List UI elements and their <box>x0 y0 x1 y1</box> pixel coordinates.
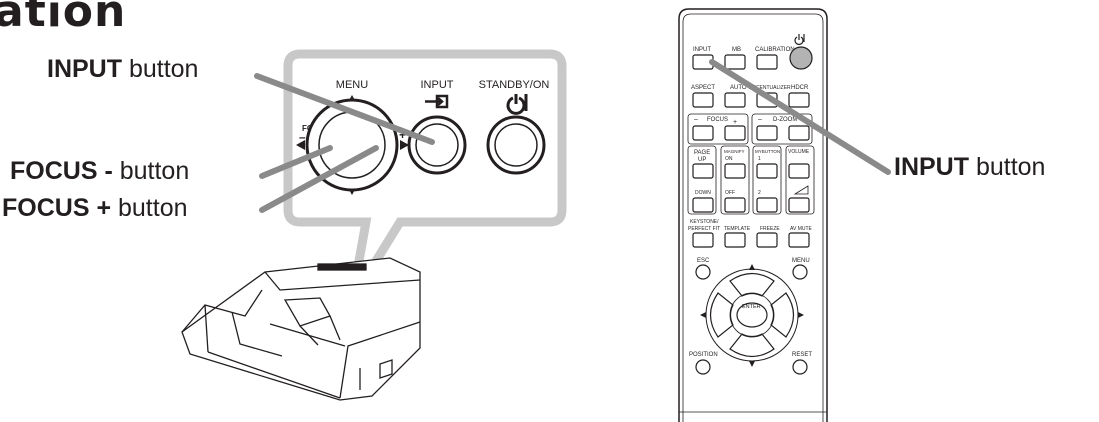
remote-volume-down-button[interactable] <box>788 197 810 213</box>
remote-label-down: DOWN <box>695 190 711 196</box>
remote-label-esc: ESC <box>697 258 710 264</box>
remote-dpad[interactable] <box>705 268 799 362</box>
remote-label-one: 1 <box>758 156 761 162</box>
remote-mybutton-2[interactable] <box>756 197 778 213</box>
remote-label-menu: MENU <box>792 258 810 264</box>
remote-label-freeze: FREEZE <box>760 226 780 232</box>
remote-freeze-button[interactable] <box>756 232 778 248</box>
remote-standby-button[interactable] <box>789 46 813 70</box>
dpad-right-arrow <box>798 312 804 318</box>
page-title: ation <box>0 0 127 37</box>
remote-label-up: UP <box>698 157 706 163</box>
panel-input-button[interactable] <box>407 115 467 175</box>
leader-focus-plus <box>259 145 379 213</box>
dpad-up-arrow <box>749 264 755 270</box>
remote-auto-button[interactable] <box>724 92 746 108</box>
input-button-callout-right: INPUT button <box>894 153 1046 181</box>
leader-input-left <box>254 73 435 145</box>
remote-reset-button[interactable] <box>792 359 808 375</box>
remote-label-keystone: KEYSTONE/ <box>690 219 719 225</box>
remote-focus-minus-button[interactable] <box>692 125 714 141</box>
remote-focus-plus-button[interactable] <box>724 125 746 141</box>
remote-mb-button[interactable] <box>724 54 746 70</box>
projector-control-panel: MENU INPUT STANDBY/ON FOCUS – + <box>296 79 549 195</box>
remote-label-accentualizer: ACCENTUALIZER <box>749 85 791 91</box>
power-icon <box>506 94 528 115</box>
remote-label-template: TEMPLATE <box>724 226 751 232</box>
remote-menu-button[interactable] <box>792 264 808 280</box>
remote-label-focus: FOCUS <box>707 117 728 123</box>
svg-text:+: + <box>733 119 737 126</box>
input-icon <box>425 94 449 109</box>
svg-text:+: + <box>399 128 406 142</box>
remote-label-hdcr: HDCR <box>791 85 809 91</box>
remote-label-mybutton: MYBUTTON <box>755 149 780 154</box>
menu-right-arrow <box>400 140 409 150</box>
remote-label-magnify: MAGNIFY <box>724 149 745 154</box>
dpad-down-arrow <box>749 361 755 367</box>
remote-label-reset: RESET <box>792 352 812 358</box>
leader-input-right <box>709 59 891 175</box>
remote-position-button[interactable] <box>695 359 711 375</box>
remote-label-enter: ENTER <box>742 304 761 310</box>
svg-text:–: – <box>694 116 698 123</box>
remote-enter-button <box>736 302 768 328</box>
remote-label-auto: AUTO <box>730 85 747 91</box>
panel-menu-label: MENU <box>336 79 368 91</box>
panel-input-label: INPUT <box>421 79 454 91</box>
menu-left-arrow <box>296 140 305 150</box>
remote-hdcr-button[interactable] <box>788 92 810 108</box>
remote-page-down-button[interactable] <box>692 197 714 213</box>
remote-label-avmute: AV MUTE <box>790 226 813 232</box>
svg-text:–: – <box>299 130 306 144</box>
remote-label-page: PAGE <box>694 150 710 156</box>
focus-minus-callout: FOCUS - button <box>10 157 190 185</box>
remote-keystone-button[interactable] <box>692 232 714 248</box>
remote-label-on: ON <box>725 156 733 162</box>
standby-button[interactable] <box>486 115 546 175</box>
remote-page-up-button[interactable] <box>692 163 714 179</box>
remote-mybutton-1[interactable] <box>756 163 778 179</box>
remote-avmute-button[interactable] <box>788 232 810 248</box>
remote-magnify-off-button[interactable] <box>724 197 746 213</box>
input-button-callout-left: INPUT button <box>47 55 199 83</box>
svg-text:–: – <box>758 116 762 123</box>
remote-aspect-button[interactable] <box>692 92 714 108</box>
remote-label-input: INPUT <box>693 47 711 53</box>
remote-label-mb: MB <box>732 47 741 53</box>
remote-template-button[interactable] <box>724 232 746 248</box>
remote-label-off: OFF <box>725 190 735 196</box>
remote-dzoom-plus-button[interactable] <box>788 125 810 141</box>
remote-label-two: 2 <box>758 190 761 196</box>
dpad-left-arrow <box>700 312 706 318</box>
remote-magnify-on-button[interactable] <box>724 163 746 179</box>
remote-label-calibration: CALIBRATION <box>755 47 795 53</box>
leader-focus-minus <box>259 145 333 179</box>
panel-standby-label: STANDBY/ON <box>479 79 550 91</box>
remote-esc-button[interactable] <box>695 264 711 280</box>
remote-label-perfectfit: PERFECT FIT <box>688 226 720 232</box>
callout-lines <box>254 59 891 213</box>
remote-label-volume: VOLUME <box>788 149 810 155</box>
projector-illustration <box>181 257 421 401</box>
remote-power-icon <box>794 34 805 45</box>
remote-volume-up-button[interactable] <box>788 163 810 179</box>
remote-label-position: POSITION <box>689 352 718 358</box>
focus-plus-callout: FOCUS + button <box>2 194 188 222</box>
remote-dzoom-minus-button[interactable] <box>756 125 778 141</box>
remote-label-dzoom: D-ZOOM <box>773 117 797 123</box>
remote-buttons: INPUT MB CALIBRATION ASPECT AUTO ACCENTU… <box>687 34 815 375</box>
remote-label-aspect: ASPECT <box>691 85 715 91</box>
remote-calibration-button[interactable] <box>756 54 778 70</box>
